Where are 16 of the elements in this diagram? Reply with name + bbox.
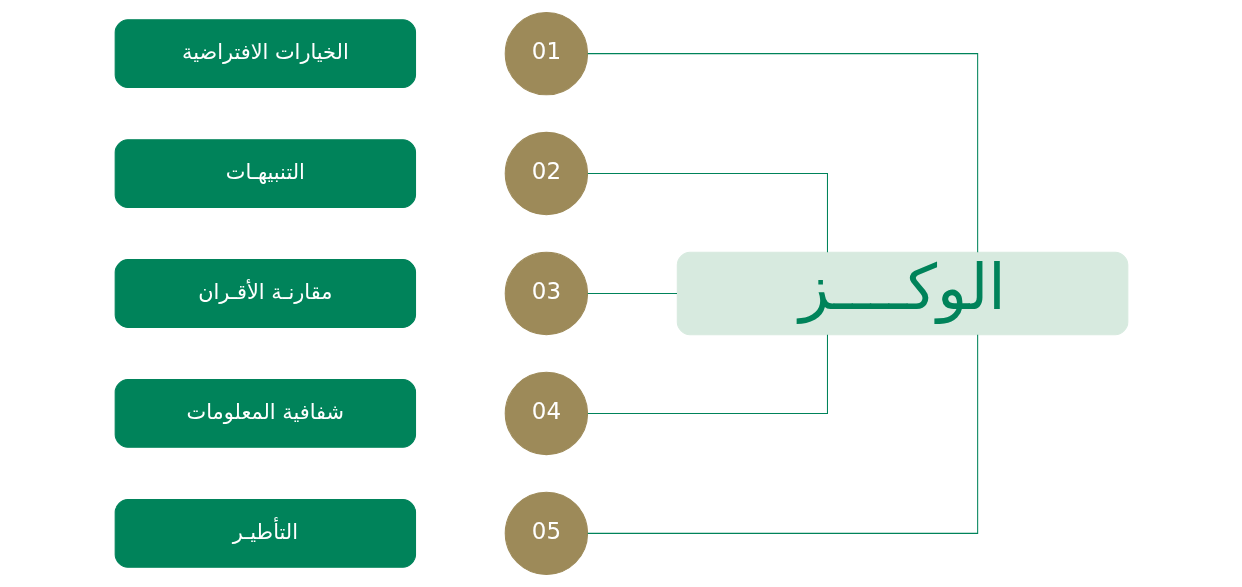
node-circle: 04 — [504, 371, 588, 456]
node-circle: 01 — [504, 11, 588, 96]
connector — [586, 53, 978, 253]
connector — [586, 173, 828, 253]
node-circle: 05 — [504, 491, 588, 576]
node-box: شفافية المعلومات — [114, 379, 416, 448]
node-box: التأطيـر — [114, 498, 416, 568]
node-box: الخيارات الافتراضية — [114, 19, 416, 89]
node-box: مقارنـة الأقـران — [114, 259, 416, 328]
node-box: الوكــــز — [676, 251, 1128, 336]
node-circle: 02 — [504, 131, 588, 216]
node-circle: 03 — [504, 251, 588, 336]
connector — [586, 334, 828, 414]
node-box: التنبيهـات — [114, 139, 416, 208]
connector — [586, 334, 978, 534]
connector — [586, 293, 677, 294]
